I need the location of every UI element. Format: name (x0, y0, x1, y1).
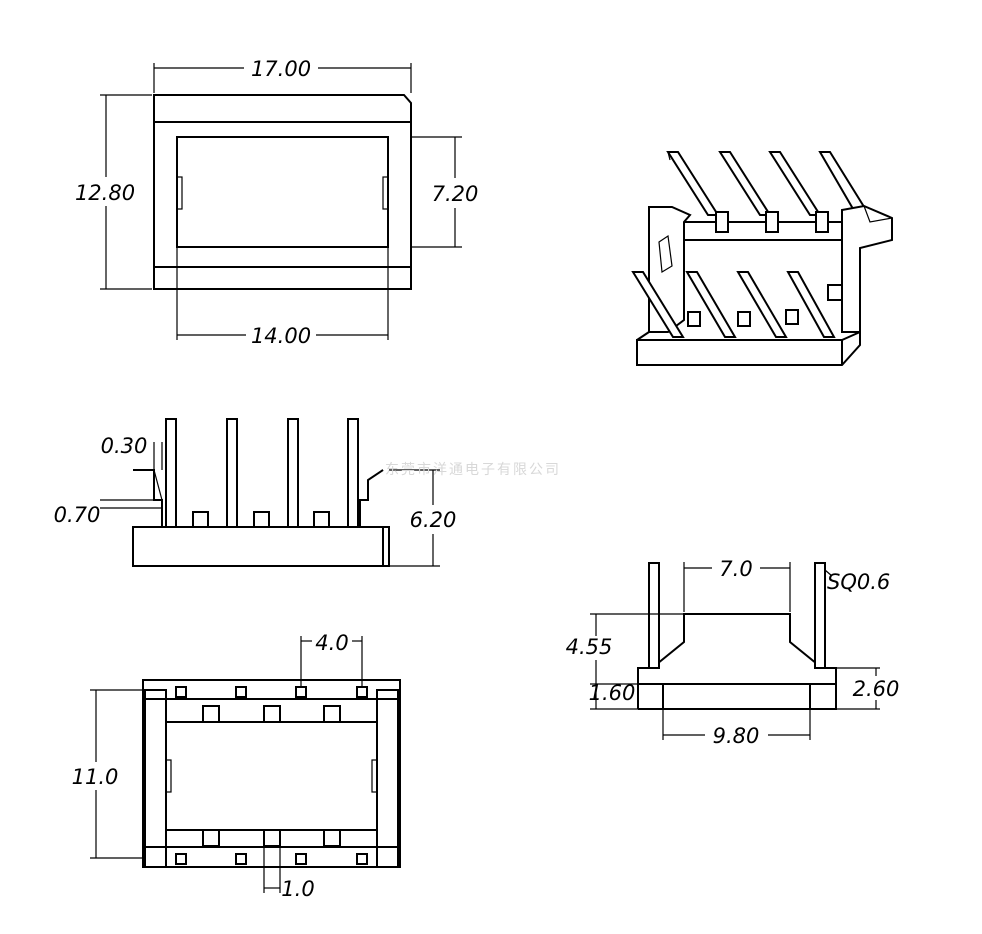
dim-bottom-pitch: 4.0 (315, 631, 348, 655)
dim-front-offset-a: 0.30 (101, 434, 148, 458)
dim-side-base-left: 1.60 (589, 681, 636, 705)
dim-top-inner-width: 14.00 (251, 324, 311, 348)
dim-front-offset-b: 0.70 (54, 503, 101, 527)
dim-side-base-right: 2.60 (853, 677, 900, 701)
dim-side-height: 4.55 (566, 635, 613, 659)
dim-bottom-height: 11.0 (72, 765, 119, 789)
front-view: 0.30 0.70 6.20 (54, 418, 457, 567)
dim-front-height: 6.20 (410, 508, 457, 532)
watermark-text: 东莞市洋通电子有限公司 (385, 461, 561, 478)
bottom-view: 4.0 11.0 1.0 (72, 631, 401, 901)
dim-top-width: 17.00 (251, 57, 311, 81)
dim-top-inner-height: 7.20 (432, 182, 479, 206)
dim-side-top-width: 7.0 (719, 557, 752, 581)
dim-side-base-width: 9.80 (713, 724, 760, 748)
side-view: 7.0 SQ0.6 4.55 1.60 2.60 9.80 (566, 557, 900, 748)
dim-bottom-pin: 1.0 (281, 877, 314, 901)
dim-side-pin-square: SQ0.6 (827, 570, 890, 594)
top-view: 17.00 12.80 7.20 14.00 (75, 57, 478, 348)
dim-top-height: 12.80 (75, 181, 135, 205)
isometric-view (631, 151, 893, 366)
